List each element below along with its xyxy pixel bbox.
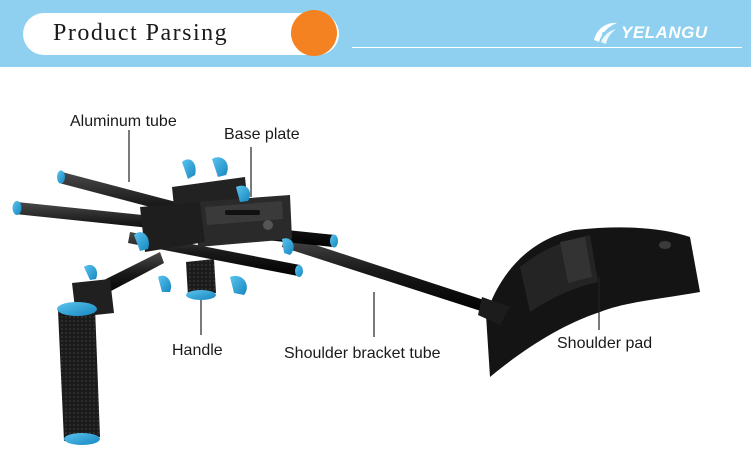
callout-shoulder-bracket-tube: Shoulder bracket tube — [284, 345, 441, 362]
header-banner: Product Parsing YELANGU — [0, 0, 751, 67]
header-divider — [352, 47, 742, 48]
base-plate — [140, 177, 292, 252]
brand-logo-icon — [594, 22, 617, 44]
shoulder-pad — [486, 227, 700, 377]
shoulder-bracket-tube — [282, 235, 510, 325]
callout-shoulder-pad: Shoulder pad — [557, 335, 653, 352]
shoulder-rig-illustration — [12, 130, 700, 445]
handle-grip — [57, 302, 100, 445]
page-title: Product Parsing — [53, 20, 229, 46]
callout-aluminum-tube: Aluminum tube — [70, 113, 177, 130]
callout-base-plate: Base plate — [224, 126, 300, 143]
orange-dot-decoration — [291, 10, 337, 56]
blue-clamp-knobs — [134, 157, 294, 295]
title-pill: Product Parsing — [23, 13, 339, 55]
brand-name: YELANGU — [621, 23, 708, 42]
lower-grip — [186, 259, 216, 300]
callout-handle: Handle — [172, 342, 223, 359]
brand-logo: YELANGU — [591, 20, 741, 46]
callout-leader-lines — [128, 130, 600, 337]
